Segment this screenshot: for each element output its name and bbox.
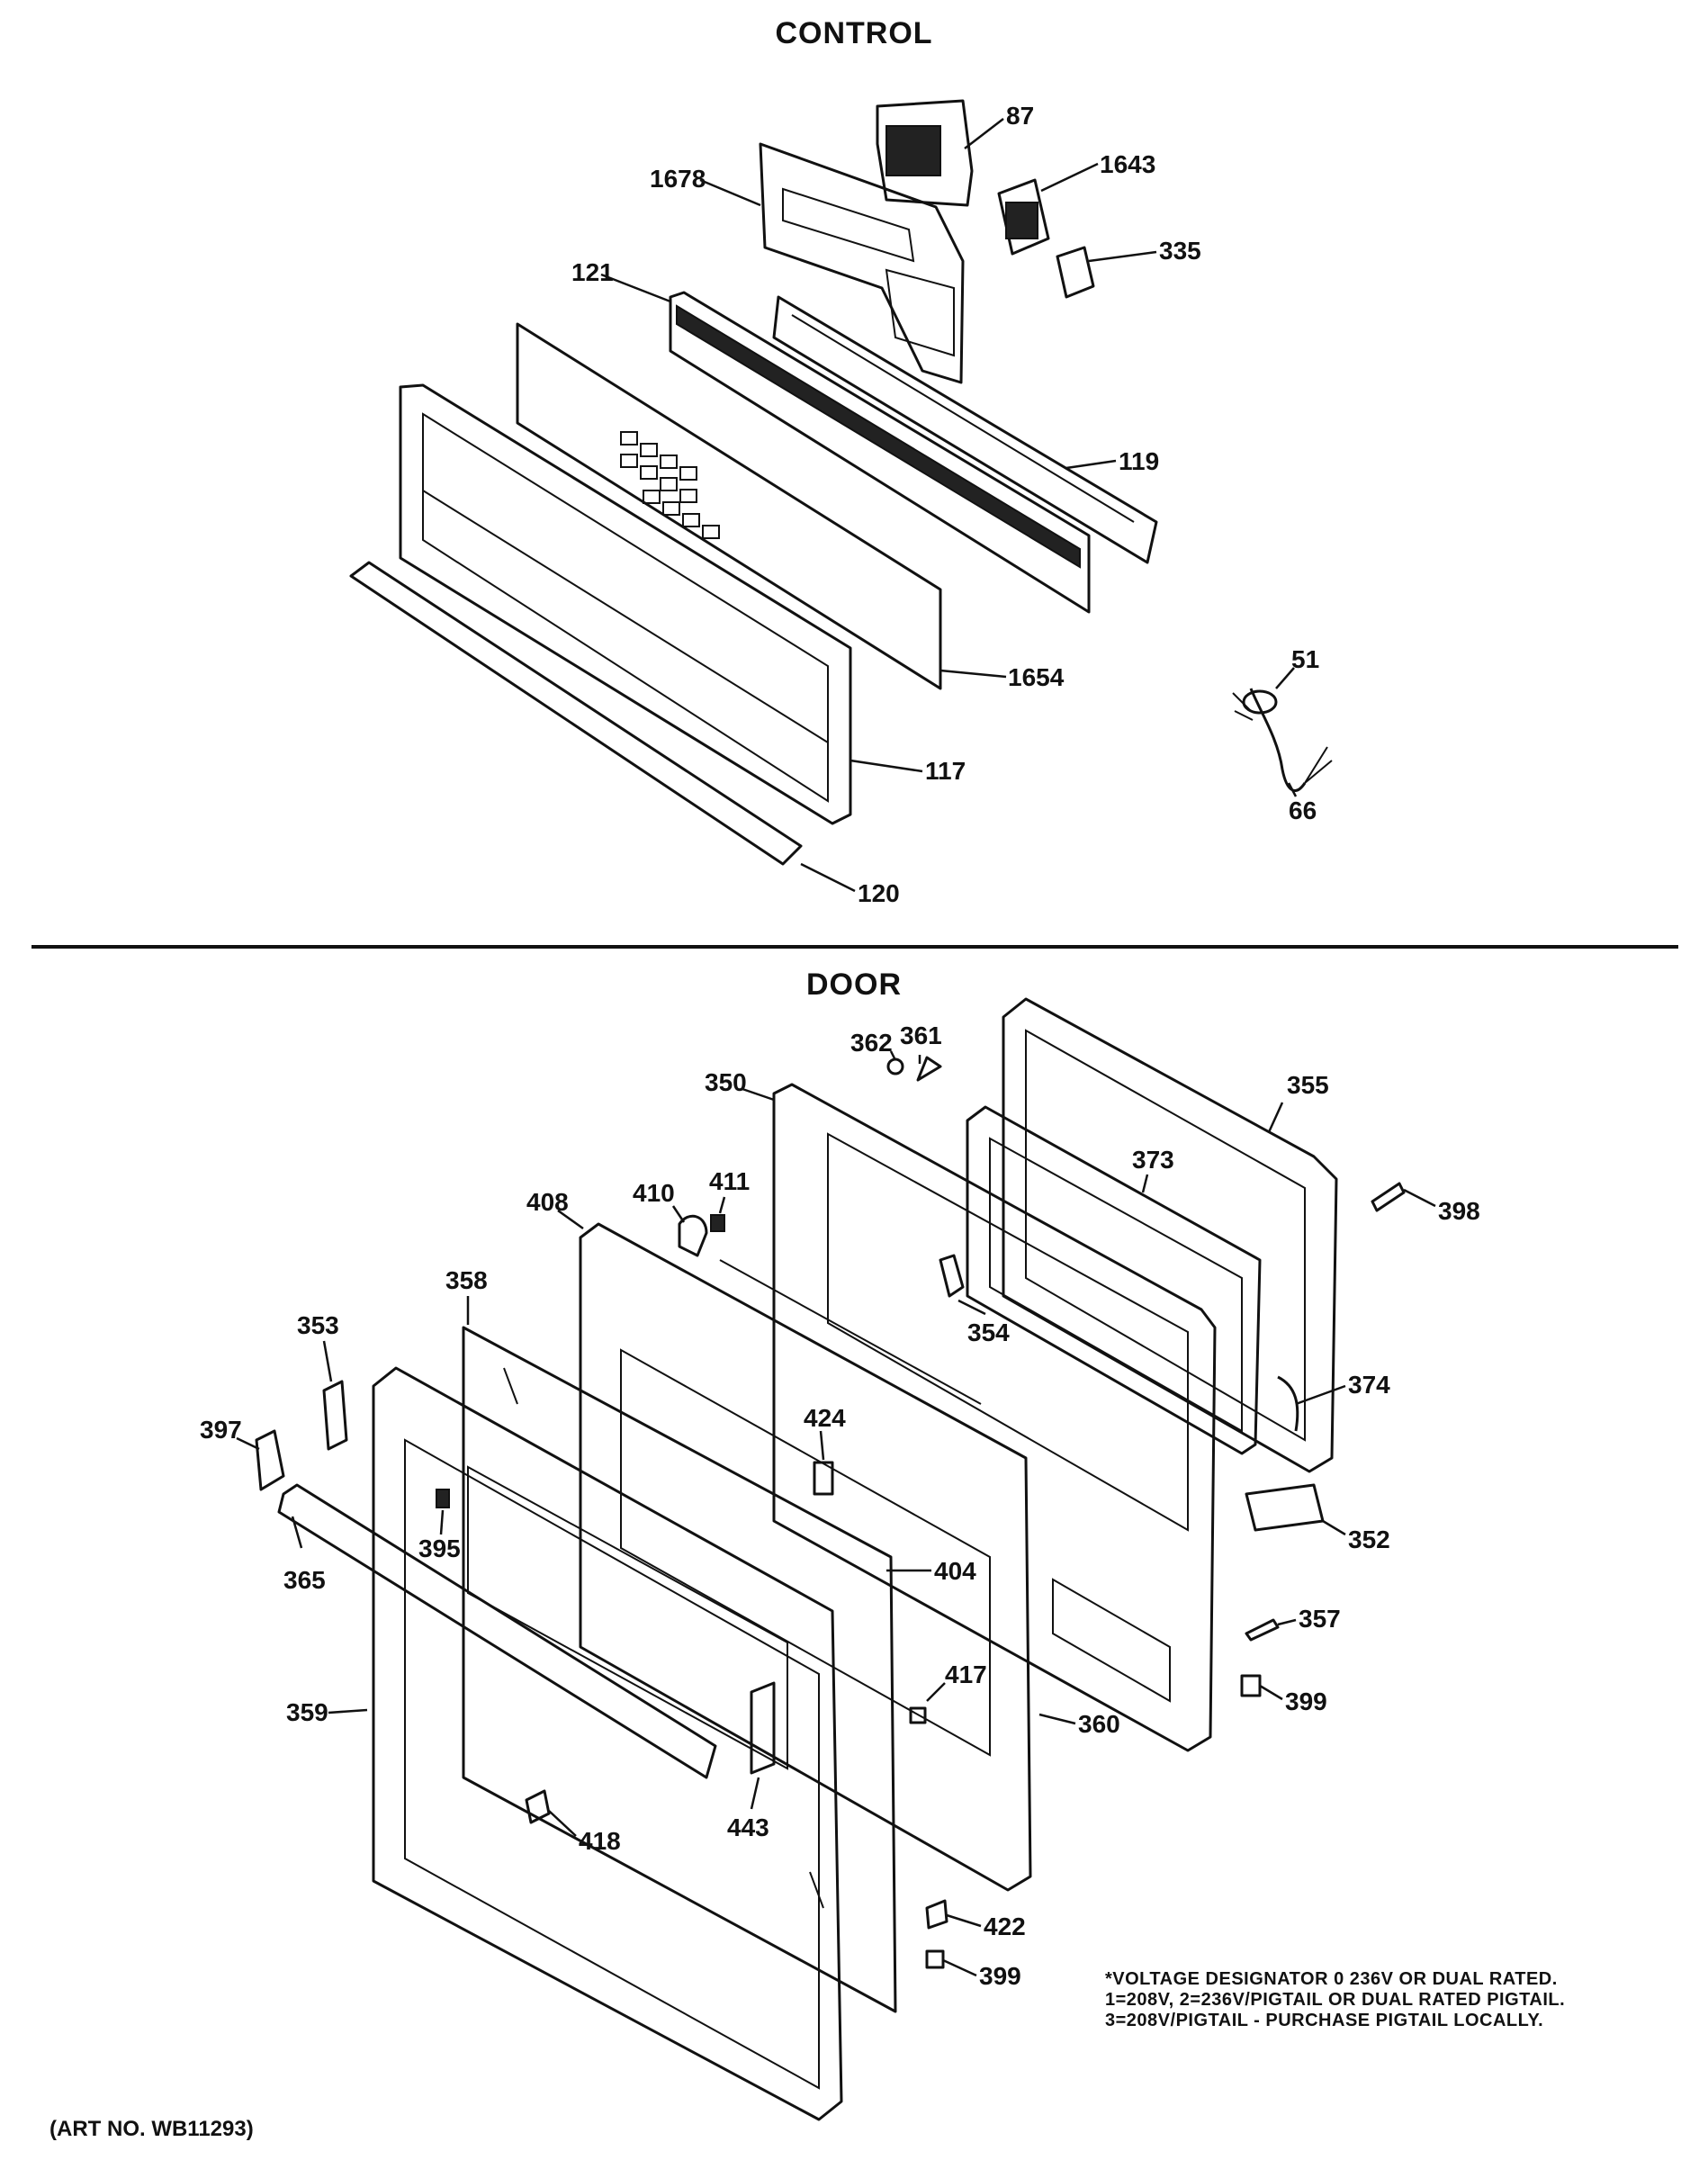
label-374: 374 — [1348, 1371, 1390, 1399]
label-411: 411 — [709, 1167, 750, 1195]
control-section-title: CONTROL — [775, 16, 933, 50]
part-357-screw — [1245, 1618, 1280, 1642]
part-51-66-harness — [1232, 688, 1333, 792]
part-443-hinge-plate — [750, 1681, 776, 1775]
part-359-outer-door — [372, 1366, 843, 2121]
part-418-latch — [525, 1789, 551, 1824]
label-355: 355 — [1287, 1071, 1329, 1099]
door-small-parts — [255, 1056, 1406, 1969]
control-leader-lines — [600, 118, 1298, 893]
label-1643: 1643 — [1100, 150, 1155, 178]
part-399-bumper-a — [1240, 1674, 1262, 1697]
part-1654-panel — [516, 322, 942, 690]
label-358: 358 — [445, 1266, 488, 1294]
part-411-clip — [710, 1214, 725, 1232]
part-87-control-board — [876, 99, 974, 207]
footnote-line-1: *VOLTAGE DESIGNATOR 0 236V OR DUAL RATED… — [1105, 1969, 1558, 1989]
part-424-clip — [813, 1461, 834, 1496]
label-1678: 1678 — [650, 165, 706, 193]
part-417-nut — [909, 1706, 927, 1724]
label-120: 120 — [858, 879, 900, 907]
label-51: 51 — [1291, 645, 1319, 673]
part-335-clip — [1056, 246, 1095, 299]
label-66: 66 — [1289, 796, 1317, 824]
part-365-handle — [277, 1483, 717, 1779]
label-360: 360 — [1078, 1710, 1120, 1738]
part-355-outer-frame — [1002, 997, 1338, 1473]
footnote-line-3: 3=208V/PIGTAIL - PURCHASE PIGTAIL LOCALL… — [1105, 2011, 1544, 2030]
label-357: 357 — [1299, 1605, 1341, 1633]
part-361-screw — [916, 1056, 942, 1082]
label-353: 353 — [297, 1311, 339, 1339]
label-121: 121 — [571, 258, 614, 286]
part-408-liner — [579, 1222, 1032, 1892]
label-404: 404 — [934, 1557, 976, 1585]
part-398-screw — [1371, 1182, 1406, 1212]
label-335: 335 — [1159, 237, 1201, 265]
part-1678-bracket — [759, 142, 965, 384]
label-397: 397 — [200, 1416, 242, 1444]
label-399-a: 399 — [1285, 1688, 1327, 1715]
door-section-title: DOOR — [806, 968, 902, 1002]
label-365: 365 — [283, 1566, 326, 1594]
label-117: 117 — [925, 757, 966, 785]
part-119-rail — [772, 295, 1158, 564]
label-361: 361 — [900, 1022, 942, 1049]
part-395-switch — [436, 1489, 450, 1508]
part-362-washer — [886, 1058, 904, 1076]
part-374-gasket — [1277, 1375, 1299, 1432]
voltage-footnote: *VOLTAGE DESIGNATOR 0 236V OR DUAL RATED… — [1105, 1969, 1565, 2031]
label-395: 395 — [418, 1534, 461, 1562]
part-1643-relay — [997, 178, 1050, 256]
part-410-hinge — [678, 1214, 708, 1257]
control-part-labels: 87 1643 1678 335 121 119 1654 51 117 66 … — [571, 102, 1319, 907]
label-352: 352 — [1348, 1526, 1390, 1553]
label-362: 362 — [850, 1029, 893, 1057]
part-354-hinge — [939, 1254, 965, 1298]
label-422: 422 — [984, 1912, 1026, 1940]
label-443: 443 — [727, 1814, 769, 1841]
label-119: 119 — [1119, 447, 1159, 475]
part-397-bracket — [255, 1429, 285, 1491]
section-divider — [31, 945, 1678, 949]
label-1654: 1654 — [1008, 663, 1065, 691]
part-352-bracket — [1245, 1483, 1325, 1532]
art-number: (ART NO. WB11293) — [49, 2117, 254, 2141]
part-422-bracket — [925, 1899, 948, 1930]
part-121-rail — [669, 291, 1091, 614]
label-398: 398 — [1438, 1197, 1480, 1225]
label-359: 359 — [286, 1698, 328, 1726]
part-120-trim — [349, 561, 803, 866]
label-87: 87 — [1006, 102, 1034, 130]
label-424: 424 — [804, 1404, 846, 1432]
part-350-inner-frame — [772, 1083, 1217, 1752]
part-373-glass-frame — [966, 1105, 1262, 1455]
footnote-line-2: 1=208V, 2=236V/PIGTAIL OR DUAL RATED PIG… — [1105, 1990, 1566, 2010]
label-354: 354 — [967, 1318, 1010, 1346]
label-408: 408 — [526, 1188, 569, 1216]
label-399-b: 399 — [979, 1962, 1021, 1990]
label-417: 417 — [945, 1660, 987, 1688]
label-373: 373 — [1132, 1146, 1174, 1174]
door-leader-lines — [236, 1050, 1436, 1977]
part-353-bracket — [322, 1380, 348, 1451]
label-410: 410 — [633, 1179, 675, 1207]
door-part-labels: 361 362 350 355 373 411 410 408 398 358 … — [200, 1022, 1480, 1990]
part-117-frame — [399, 383, 852, 825]
label-418: 418 — [579, 1827, 621, 1855]
part-399-bumper-b — [925, 1949, 945, 1969]
label-350: 350 — [705, 1068, 747, 1096]
